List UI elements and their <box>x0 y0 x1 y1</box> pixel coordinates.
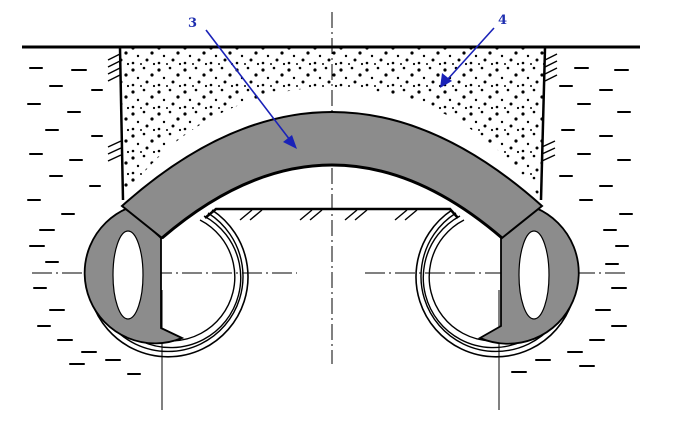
leader-line-3 <box>205 29 291 141</box>
left-wall-hatching <box>107 53 122 162</box>
right-wall-hatching <box>541 53 558 162</box>
right-drift-opening <box>518 230 550 320</box>
core-hatching <box>239 209 418 221</box>
leader-arrow-4 <box>440 73 452 88</box>
left-pit-wall <box>118 47 125 201</box>
core-ground-line <box>204 207 459 219</box>
left-soil-dashes <box>27 67 141 375</box>
right-pilot-drift <box>415 206 580 358</box>
right-pit-wall <box>539 47 547 201</box>
vault-inner-edge <box>161 163 503 240</box>
label-3: 3 <box>188 16 197 31</box>
left-pilot-drift <box>83 206 249 358</box>
leader-arrow-3 <box>283 135 297 149</box>
leader-line-4 <box>446 27 495 81</box>
label-4: 4 <box>498 13 507 28</box>
left-drift-opening <box>112 230 144 320</box>
right-soil-dashes <box>511 67 633 373</box>
